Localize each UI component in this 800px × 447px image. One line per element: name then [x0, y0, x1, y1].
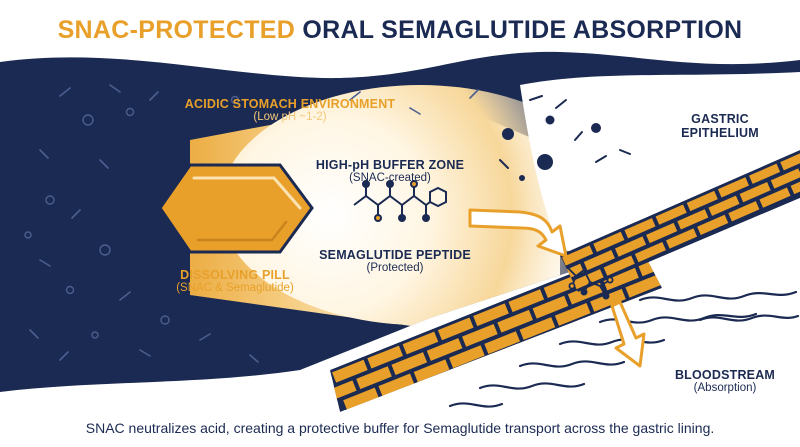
arrow-icon — [468, 208, 568, 258]
buffer-label: HIGH-pH BUFFER ZONE (SNAC-created) — [300, 158, 480, 186]
stomach-heading: ACIDIC STOMACH ENVIRONMENT — [184, 97, 396, 111]
peptide-sub: (Protected) — [366, 262, 424, 275]
bloodstream-sub: (Absorption) — [693, 382, 757, 395]
stomach-label: ACIDIC STOMACH ENVIRONMENT (Low pH ~1-2) — [150, 97, 430, 125]
epithelium-label: GASTRIC EPITHELIUM — [660, 112, 780, 141]
molecule-icon — [353, 180, 447, 222]
arrow-icon-bloodstream — [610, 300, 646, 368]
caption: SNAC neutralizes acid, creating a protec… — [85, 420, 715, 436]
epithelium-background — [520, 72, 800, 255]
page-title: SNAC-PROTECTED ORAL SEMAGLUTIDE ABSORPTI… — [0, 16, 800, 45]
bloodstream-label: BLOODSTREAM (Absorption) — [660, 368, 790, 396]
title-rest: ORAL SEMAGLUTIDE ABSORPTION — [295, 16, 743, 44]
buffer-zone — [190, 85, 620, 330]
peptide-label: SEMAGLUTIDE PEPTIDE (Protected) — [305, 248, 485, 276]
epithelium-particles — [499, 95, 631, 181]
bloodstream-heading: BLOODSTREAM — [674, 368, 776, 382]
title-highlight: SNAC-PROTECTED — [57, 16, 296, 44]
acid-particles — [29, 84, 479, 363]
epithelium-line1: GASTRIC — [691, 112, 749, 126]
pill-label: DISSOLVING PILL (SNAC & Semaglutide) — [140, 268, 330, 296]
pill-heading: DISSOLVING PILL — [180, 268, 290, 282]
epithelium-line2: EPITHELIUM — [681, 126, 759, 141]
pill-icon — [158, 163, 314, 254]
peptide-heading: SEMAGLUTIDE PEPTIDE — [319, 248, 471, 262]
molecule-icon-absorbing — [567, 267, 614, 300]
bubble-icon — [24, 95, 240, 339]
stomach-sub: (Low pH ~1-2) — [253, 111, 327, 124]
buffer-heading: HIGH-pH BUFFER ZONE — [315, 158, 465, 172]
pill-sub: (SNAC & Semaglutide) — [176, 282, 294, 295]
buffer-sub: (SNAC-created) — [349, 172, 431, 185]
